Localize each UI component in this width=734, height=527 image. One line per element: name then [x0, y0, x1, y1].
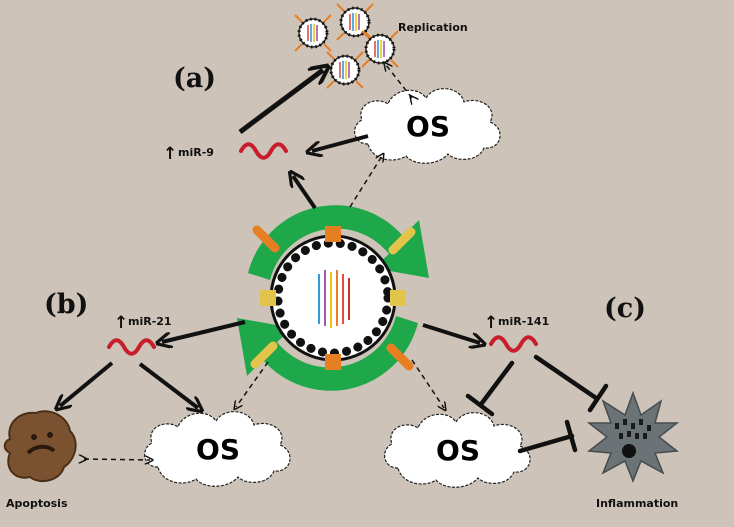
virus-particle-icon [325, 50, 365, 90]
virus-particle-icon [335, 2, 375, 42]
central-virus [237, 205, 429, 391]
spike-yellow [250, 341, 278, 369]
apoptosis-label: Apoptosis [6, 497, 68, 510]
os-cloud-a: OS [353, 88, 501, 164]
panel-label-b: (b) [44, 289, 88, 320]
virus-particle-icon [360, 29, 400, 69]
mirna-strand-icon [107, 338, 156, 356]
arrow-mir9-replication [238, 70, 323, 135]
inflammation-label: Inflammation [596, 497, 678, 510]
inhibit-os-inflammation [517, 419, 578, 454]
panel-label-c: (c) [604, 293, 646, 324]
svg-text:OS: OS [196, 433, 240, 466]
capsid [269, 234, 397, 362]
panel-label-a: (a) [173, 63, 216, 94]
arrow-virus-mir9 [293, 176, 317, 210]
svg-text:OS: OS [406, 110, 450, 143]
mirna-strand-icon [489, 335, 538, 353]
arrow-virus-mir141 [422, 323, 480, 343]
os-cloud-b: OS [143, 411, 291, 487]
inflamed-cell-icon [586, 390, 680, 484]
mir141-label: miR-141 [498, 315, 549, 328]
capsid-beads [273, 238, 393, 358]
mir9-up-arrow: ↑ [163, 144, 177, 164]
inhibit-mir141-inflammation [533, 354, 609, 413]
apoptotic-cell [3, 410, 77, 483]
dashed-virus-os-c [411, 359, 444, 408]
capsomer-orange [325, 226, 341, 242]
dashed-virus-os-a [349, 156, 382, 208]
dashed-virus-os-b [236, 361, 269, 407]
arrow-mir21-apoptosis [60, 361, 114, 406]
svg-text:OS: OS [436, 434, 480, 467]
arrow-mir21-os [138, 362, 198, 408]
dashed-os-replication [386, 65, 412, 98]
os-cloud-c: OS [383, 412, 531, 488]
mir141-up-arrow: ↑ [484, 313, 498, 333]
capsomer-orange [325, 354, 341, 370]
mir9-group [239, 142, 288, 160]
inflamed-cell [586, 390, 680, 484]
mir21-up-arrow: ↑ [114, 313, 128, 333]
replication-virions [293, 2, 400, 90]
mir21-group [107, 338, 156, 356]
spike-orange [252, 225, 280, 253]
mir9-label: miR-9 [178, 146, 214, 159]
capsomer-yellow [260, 290, 276, 306]
genome-strands [318, 270, 350, 328]
mir21-label: miR-21 [128, 315, 172, 328]
spike-orange [386, 343, 414, 371]
arrow-os-mir9 [312, 134, 369, 151]
replication-label: Replication [398, 21, 468, 34]
virus-particle-icon [293, 13, 333, 53]
dashed-apoptosis-os [84, 459, 150, 460]
spike-yellow [388, 227, 416, 255]
inhibit-mir141-os [465, 360, 515, 417]
mir141-group [489, 335, 538, 353]
capsomer-yellow [390, 290, 406, 306]
mirna-strand-icon [239, 142, 288, 160]
arrow-virus-mir21 [162, 320, 246, 342]
